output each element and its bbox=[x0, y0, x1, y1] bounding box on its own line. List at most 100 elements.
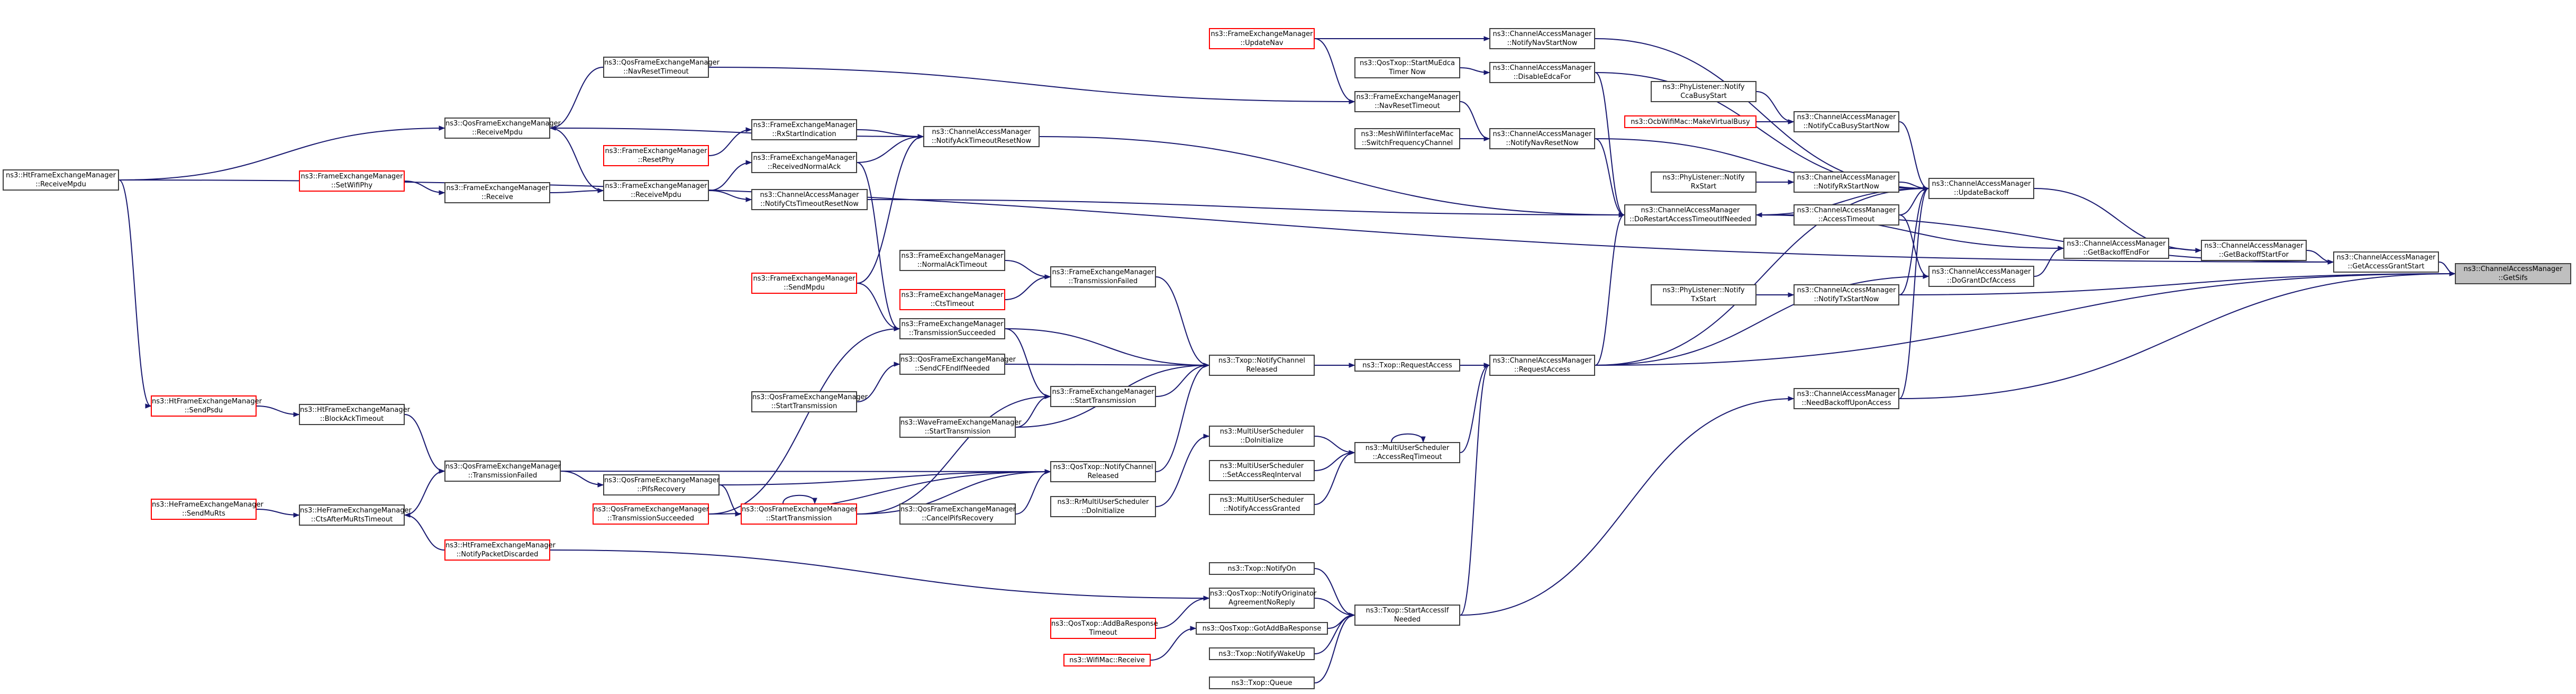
node-fem-rx-start-indication[interactable]: ns3::FrameExchangeManager::RxStartIndica… bbox=[751, 119, 857, 140]
node-label-line: ::NotifyPacketDiscarded bbox=[456, 551, 539, 558]
node-label-line: ns3::FrameExchangeManager bbox=[1052, 268, 1154, 276]
node-notify-nav-start-now[interactable]: ns3::ChannelAccessManager::NotifyNavStar… bbox=[1489, 28, 1595, 49]
node-fem-set-wifi-phy[interactable]: ns3::FrameExchangeManager::SetWifiPhy bbox=[299, 170, 405, 192]
edge-arrowhead bbox=[1923, 186, 1929, 191]
node-mesh-switch-freq[interactable]: ns3::MeshWifiInterfaceMac::SwitchFrequen… bbox=[1354, 128, 1460, 149]
node-notify-rx-start-now[interactable]: ns3::ChannelAccessManager::NotifyRxStart… bbox=[1794, 172, 1899, 193]
node-ocb-make-virtual-busy[interactable]: ns3::OcbWifiMac::MakeVirtualBusy bbox=[1624, 115, 1756, 128]
node-get-backoff-end-for[interactable]: ns3::ChannelAccessManager::GetBackoffEnd… bbox=[2063, 238, 2169, 259]
node-qfem-send-cf-end[interactable]: ns3::QosFrameExchangeManager::SendCFEndI… bbox=[899, 354, 1016, 375]
node-fem-transmission-failed[interactable]: ns3::FrameExchangeManager::TransmissionF… bbox=[1050, 266, 1156, 287]
node-label-line: ::AccessReqTimeout bbox=[1372, 453, 1442, 461]
node-do-restart-access-timeout[interactable]: ns3::ChannelAccessManager::DoRestartAcce… bbox=[1624, 204, 1756, 226]
node-qfem-transmission-failed[interactable]: ns3::QosFrameExchangeManager::Transmissi… bbox=[444, 461, 561, 482]
node-label-line: ns3::FrameExchangeManager bbox=[1210, 30, 1313, 38]
node-qfem-pifs-recovery[interactable]: ns3::QosFrameExchangeManager::PifsRecove… bbox=[603, 474, 720, 495]
node-txop-request-access[interactable]: ns3::Txop::RequestAccess bbox=[1354, 359, 1460, 372]
node-root[interactable]: ns3::ChannelAccessManager::GetSifs bbox=[2455, 263, 2571, 284]
node-htfem-receive-mpdu[interactable]: ns3::HtFrameExchangeManager::ReceiveMpdu bbox=[3, 169, 119, 191]
node-txop-notify-wake-up[interactable]: ns3::Txop::NotifyWakeUp bbox=[1209, 647, 1315, 660]
node-qos-got-add-ba-response[interactable]: ns3::QosTxop::GotAddBaResponse bbox=[1196, 622, 1328, 635]
node-hefem-send-mu-rts[interactable]: ns3::HeFrameExchangeManager::SendMuRts bbox=[151, 499, 263, 520]
node-qfem-start-transmission-2[interactable]: ns3::QosFrameExchangeManager::StartTrans… bbox=[741, 503, 857, 525]
node-mus-set-access-req-interval[interactable]: ns3::MultiUserScheduler::SetAccessReqInt… bbox=[1209, 460, 1315, 481]
node-label-line: ::StartTransmission bbox=[766, 515, 832, 522]
edge-arrowhead bbox=[597, 188, 604, 193]
node-fem-received-normal-ack[interactable]: ns3::FrameExchangeManager::ReceivedNorma… bbox=[751, 152, 857, 173]
node-label-line: ns3::HtFrameExchangeManager bbox=[445, 542, 556, 549]
node-fem-reset-phy[interactable]: ns3::FrameExchangeManager::ResetPhy bbox=[603, 145, 709, 166]
node-label-line: ns3::QosTxop::NotifyChannel bbox=[1053, 463, 1153, 471]
edge-qfem-transmission-succeeded-to-fem-transmission-succeeded bbox=[708, 328, 900, 515]
node-txop-queue[interactable]: ns3::Txop::Queue bbox=[1209, 677, 1315, 689]
node-get-access-grant-start[interactable]: ns3::ChannelAccessManager::GetAccessGran… bbox=[2333, 251, 2439, 273]
node-wave-fem-start-transmission[interactable]: ns3::WaveFrameExchangeManager::StartTran… bbox=[899, 417, 1022, 438]
node-do-grant-dcf-access[interactable]: ns3::ChannelAccessManager::DoGrantDcfAcc… bbox=[1928, 266, 2034, 287]
edge-txop-start-access-if-needed-to-request-access bbox=[1460, 365, 1490, 616]
node-fem-send-mpdu[interactable]: ns3::FrameExchangeManager::SendMpdu bbox=[751, 273, 857, 294]
node-label-line: ns3::QosFrameExchangeManager bbox=[752, 393, 868, 401]
node-qfem-receive-mpdu[interactable]: ns3::QosFrameExchangeManager::ReceiveMpd… bbox=[444, 118, 561, 139]
node-notify-nav-reset-now[interactable]: ns3::ChannelAccessManager::NotifyNavRese… bbox=[1489, 128, 1595, 149]
edge-txop-notify-wake-up-to-txop-start-access-if-needed bbox=[1314, 615, 1355, 654]
node-hefem-cts-after-mu-rts-timeout[interactable]: ns3::HeFrameExchangeManager::CtsAfterMuR… bbox=[299, 504, 412, 526]
node-rr-mus-do-initialize[interactable]: ns3::RrMultiUserScheduler::DoInitialize bbox=[1050, 496, 1156, 517]
node-request-access[interactable]: ns3::ChannelAccessManager::RequestAccess bbox=[1489, 355, 1595, 376]
node-htfem-send-psdu[interactable]: ns3::HtFrameExchangeManager::SendPsdu bbox=[151, 395, 262, 417]
node-disable-edca-for[interactable]: ns3::ChannelAccessManager::DisableEdcaFo… bbox=[1489, 62, 1595, 83]
node-cam-notify-cts-timeout-reset[interactable]: ns3::ChannelAccessManager::NotifyCtsTime… bbox=[751, 189, 868, 210]
node-label-line: ::NormalAckTimeout bbox=[917, 261, 988, 269]
node-fem-transmission-succeeded[interactable]: ns3::FrameExchangeManager::TransmissionS… bbox=[899, 318, 1005, 339]
edge-htfem-notify-packet-discarded-to-qos-notify-originator bbox=[550, 549, 1209, 599]
node-get-backoff-start-for[interactable]: ns3::ChannelAccessManager::GetBackoffSta… bbox=[2201, 240, 2307, 261]
node-qfem-nav-reset-timeout[interactable]: ns3::QosFrameExchangeManager::NavResetTi… bbox=[603, 57, 720, 78]
edge-fem-transmission-succeeded-to-txop-notify-channel-released bbox=[1005, 328, 1209, 366]
edge-arrowhead bbox=[1788, 179, 1795, 185]
node-label-line: ns3::MultiUserScheduler bbox=[1219, 428, 1304, 436]
node-fem-nav-reset-timeout[interactable]: ns3::FrameExchangeManager::NavResetTimeo… bbox=[1354, 91, 1460, 112]
node-fem-update-nav[interactable]: ns3::FrameExchangeManager::UpdateNav bbox=[1209, 28, 1315, 49]
node-label-line: TxStart bbox=[1691, 295, 1716, 303]
node-qfem-start-transmission-1[interactable]: ns3::QosFrameExchangeManager::StartTrans… bbox=[751, 391, 868, 412]
node-fem-receive-mpdu[interactable]: ns3::FrameExchangeManager::ReceiveMpdu bbox=[603, 180, 709, 201]
node-label-line: ns3::Txop::NotifyChannel bbox=[1218, 357, 1306, 365]
node-label-line: ns3::ChannelAccessManager bbox=[1797, 113, 1896, 121]
node-label-line: ns3::ChannelAccessManager bbox=[1797, 390, 1896, 398]
node-fem-normal-ack-timeout[interactable]: ns3::FrameExchangeManager::NormalAckTime… bbox=[899, 250, 1005, 271]
edge-arrowhead bbox=[2449, 271, 2456, 276]
node-mus-access-req-timeout[interactable]: ns3::MultiUserScheduler::AccessReqTimeou… bbox=[1354, 442, 1460, 463]
node-label-line: ::UpdateBackoff bbox=[1954, 189, 2009, 197]
node-cam-notify-ack-timeout-reset[interactable]: ns3::ChannelAccessManager::NotifyAckTime… bbox=[923, 126, 1040, 147]
node-need-backoff-upon-access[interactable]: ns3::ChannelAccessManager::NeedBackoffUp… bbox=[1794, 388, 1899, 409]
node-fem-receive[interactable]: ns3::FrameExchangeManager::Receive bbox=[444, 182, 550, 203]
node-wifimac-receive[interactable]: ns3::WifiMac::Receive bbox=[1063, 654, 1151, 666]
node-fem-cts-timeout[interactable]: ns3::FrameExchangeManager::CtsTimeout bbox=[899, 289, 1005, 310]
node-txop-notify-on[interactable]: ns3::Txop::NotifyOn bbox=[1209, 562, 1315, 575]
node-qfem-transmission-succeeded[interactable]: ns3::QosFrameExchangeManager::Transmissi… bbox=[593, 503, 709, 525]
node-mus-do-initialize[interactable]: ns3::MultiUserScheduler::DoInitialize bbox=[1209, 426, 1315, 447]
node-fem-start-transmission[interactable]: ns3::FrameExchangeManager::StartTransmis… bbox=[1050, 386, 1156, 407]
node-mus-notify-access-granted[interactable]: ns3::MultiUserScheduler::NotifyAccessGra… bbox=[1209, 494, 1315, 515]
edge-hefem-send-mu-rts-to-hefem-cts-after-mu-rts-timeout bbox=[256, 509, 299, 516]
node-notify-cca-busy-start-now[interactable]: ns3::ChannelAccessManager::NotifyCcaBusy… bbox=[1794, 111, 1899, 132]
node-label-line: ns3::ChannelAccessManager bbox=[1932, 268, 2031, 276]
node-update-backoff[interactable]: ns3::ChannelAccessManager::UpdateBackoff bbox=[1928, 178, 2034, 199]
node-htfem-notify-packet-discarded[interactable]: ns3::HtFrameExchangeManager::NotifyPacke… bbox=[444, 539, 556, 561]
node-label-line: ::DoInitialize bbox=[1240, 437, 1284, 445]
node-label-line: ns3::QosFrameExchangeManager bbox=[742, 506, 858, 513]
node-htfem-block-ack-timeout[interactable]: ns3::HtFrameExchangeManager::BlockAckTim… bbox=[299, 404, 410, 425]
node-qfem-cancel-pifs-recovery[interactable]: ns3::QosFrameExchangeManager::CancelPifs… bbox=[899, 503, 1016, 525]
node-notify-tx-start-now[interactable]: ns3::ChannelAccessManager::NotifyTxStart… bbox=[1794, 284, 1899, 305]
node-access-timeout[interactable]: ns3::ChannelAccessManager::AccessTimeout bbox=[1794, 204, 1899, 226]
node-label-line: ns3::Txop::NotifyWakeUp bbox=[1218, 650, 1305, 658]
